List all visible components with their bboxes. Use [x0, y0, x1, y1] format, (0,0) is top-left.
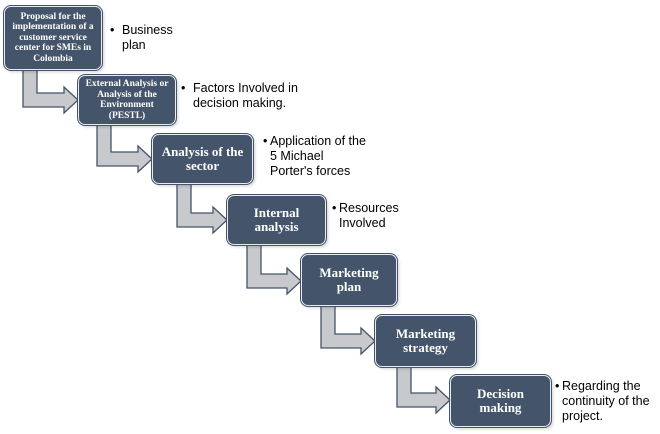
bullet-icon: •	[181, 81, 186, 95]
bent-arrow-icon	[320, 305, 376, 356]
note-text: Application of the 5 Michael Porter's fo…	[270, 134, 366, 178]
step-marketing-plan-label: Marketing plan	[319, 265, 379, 294]
note-factors: • Factors Involved in decision making.	[181, 81, 316, 111]
step-marketing-strategy-label: Marketing strategy	[395, 326, 456, 355]
bullet-icon: •	[263, 134, 268, 148]
step-internal-analysis-label: Internal analysis	[253, 205, 300, 234]
bent-arrow-icon	[246, 244, 302, 296]
step-proposal: Proposal for the implementation of a cus…	[4, 6, 102, 70]
note-text: Resources Involved	[339, 201, 399, 230]
note-resources: • Resources Involved	[332, 201, 412, 231]
note-text: Regarding the continuity of the project.	[562, 379, 650, 423]
step-proposal-label: Proposal for the implementation of a cus…	[12, 11, 94, 64]
note-continuity: • Regarding the continuity of the projec…	[555, 379, 657, 424]
step-external-analysis-label: External Analysis or Analysis of the Env…	[85, 79, 169, 121]
note-text: Business plan	[122, 23, 173, 52]
step-sector-analysis-label: Analysis of the sector	[161, 144, 244, 173]
step-sector-analysis: Analysis of the sector	[152, 134, 253, 184]
step-marketing-plan: Marketing plan	[301, 254, 397, 306]
note-porter-forces: • Application of the 5 Michael Porter's …	[263, 134, 388, 179]
step-decision-making: Decision making	[450, 375, 551, 427]
step-marketing-strategy: Marketing strategy	[375, 315, 476, 367]
bent-arrow-icon	[22, 69, 79, 115]
bullet-icon: •	[110, 23, 115, 37]
step-decision-making-label: Decision making	[477, 386, 524, 415]
step-external-analysis: External Analysis or Analysis of the Env…	[78, 75, 176, 125]
step-internal-analysis: Internal analysis	[227, 195, 326, 245]
note-text: Factors Involved in decision making.	[193, 81, 298, 110]
bullet-icon: •	[332, 201, 337, 215]
bent-arrow-icon	[96, 124, 153, 174]
note-business-plan: • Business plan	[110, 23, 190, 53]
bullet-icon: •	[555, 379, 560, 393]
bent-arrow-icon	[396, 366, 451, 415]
bent-arrow-icon	[176, 183, 228, 235]
